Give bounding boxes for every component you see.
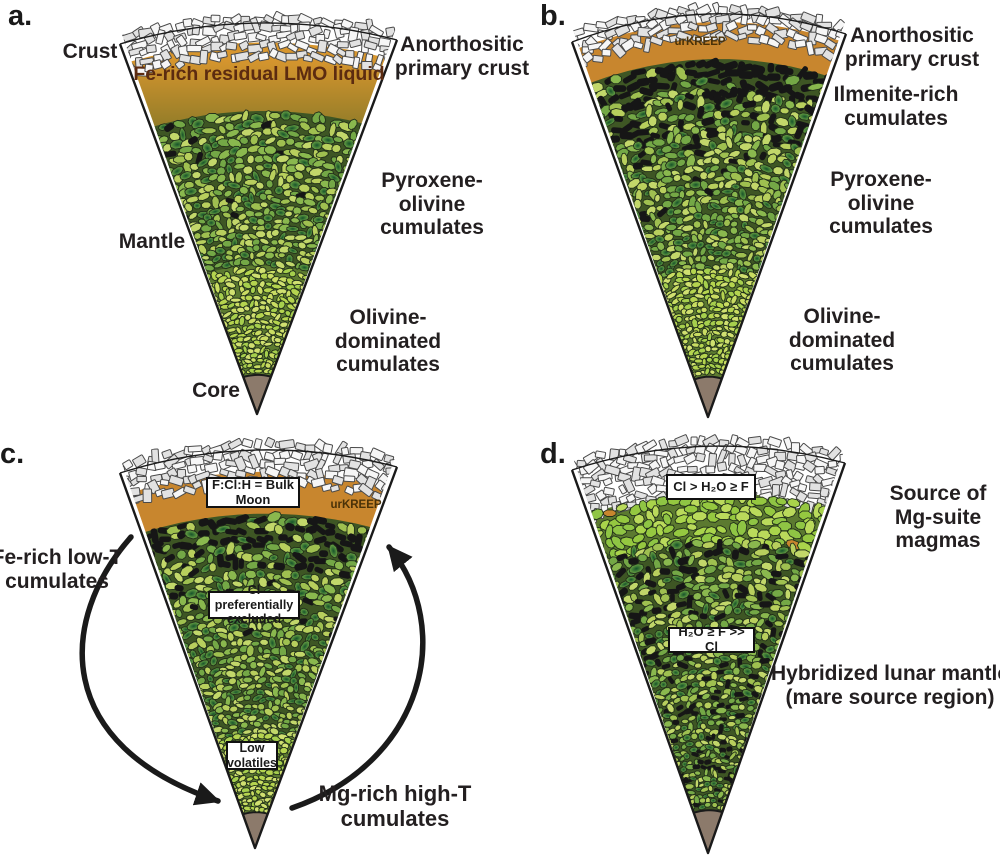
label-urkreep-c: urKREEP	[330, 499, 382, 511]
label-source-of-mg-suite-magmas: Source of Mg-suite magmas	[889, 482, 987, 553]
label-pyroxene-olivine-cumulates-a: Pyroxene-olivine cumulates	[380, 169, 484, 240]
annotation-box-low-volatiles: Low volatiles	[226, 741, 278, 770]
label-fe-rich-residual-lmo-liquid: Fe-rich residual LMO liquid	[133, 63, 385, 85]
label-olivine-dominated-cumulates-a: Olivine-dominated cumulates	[334, 306, 442, 377]
upwelling-arrow-right	[289, 544, 426, 811]
panel-d: d. Cl > H₂O ≥ F H₂O ≥ F >> Cl Source of …	[500, 430, 1000, 858]
annotation-box-volatile-order-mantle: H₂O ≥ F >> Cl	[668, 624, 755, 654]
circulation-arrows-graphic	[79, 534, 426, 811]
label-mg-rich-high-t-cumulates: Mg-rich high-T cumulates	[318, 781, 472, 831]
label-mantle: Mantle	[118, 230, 186, 253]
label-urkreep-b: urKREEP	[674, 36, 726, 48]
label-olivine-dominated-cumulates-b: Olivine-dominated cumulates	[788, 305, 896, 376]
panel-a-wedge-graphic	[118, 10, 399, 416]
annotation-box-bulk-moon: F:Cl:H = Bulk Moon	[206, 477, 300, 508]
label-anorthositic-primary-crust-a: Anorthositic primary crust	[394, 33, 530, 80]
annotation-box-volatile-order-crust: Cl > H₂O ≥ F	[666, 474, 756, 500]
downwelling-arrow-left	[79, 534, 221, 806]
panel-b-letter: b.	[540, 0, 566, 32]
label-pyroxene-olivine-cumulates-b: Pyroxene-olivine cumulates	[829, 168, 933, 239]
label-hybridized-lunar-mantle: Hybridized lunar mantle (mare source reg…	[770, 662, 1000, 709]
panel-a-letter: a.	[8, 0, 33, 32]
label-anorthositic-primary-crust-b: Anorthositic primary crust	[844, 24, 980, 71]
label-fe-rich-low-t-cumulates: Fe-rich low-T cumulates	[0, 546, 123, 593]
panel-c-letter: c.	[0, 438, 25, 470]
label-core: Core	[192, 379, 240, 402]
panel-b: b. urKREEP Anorthositic primary crust Il…	[500, 0, 1000, 429]
label-crust: Crust	[62, 40, 118, 63]
panel-c: c. Fe-rich low-T cumulates urKREEP F:Cl:…	[0, 430, 500, 858]
label-ilmenite-rich-cumulates: Ilmenite-rich cumulates	[833, 83, 959, 130]
panel-a: a. Crust Anorthositic primary crust Fe-r…	[0, 0, 529, 429]
panel-d-letter: d.	[540, 438, 566, 470]
annotation-box-cl-excluded: Cl preferentially excluded	[208, 583, 300, 626]
panel-b-wedge-graphic	[570, 1, 848, 419]
